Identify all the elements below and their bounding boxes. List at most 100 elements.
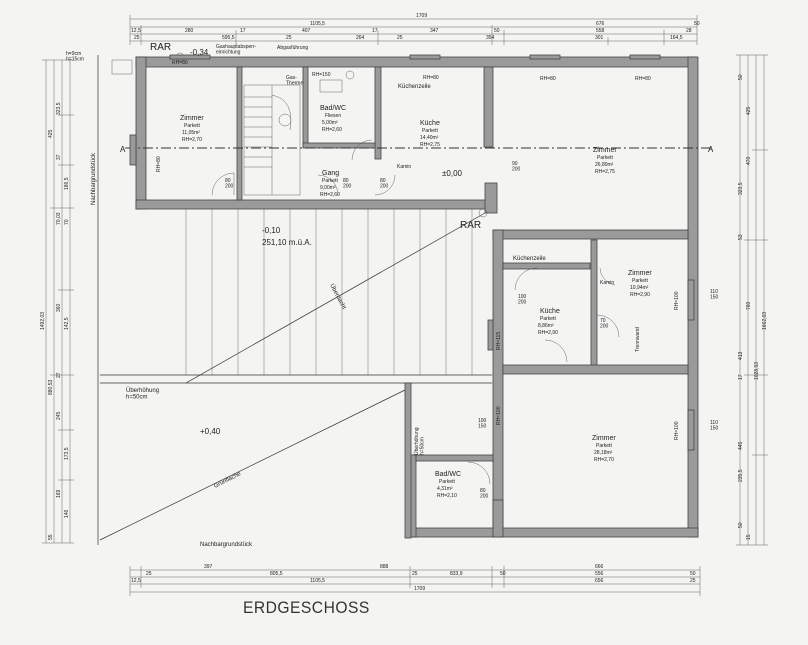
room-name: Zimmer	[180, 115, 204, 122]
window-rh: RH=100	[496, 406, 502, 425]
ueberhoehung-v-label: Überhöhungh=50cm	[413, 427, 426, 455]
dim-top: 17	[240, 28, 246, 34]
dim-bottom: 25	[146, 571, 152, 577]
kuechenzeile-top: Küchenzeile	[398, 84, 431, 90]
dim-left: 169	[56, 489, 62, 498]
window-rh: RH=115	[496, 332, 502, 350]
dim-top: 301	[595, 35, 604, 41]
dim-left: 186,5	[64, 177, 70, 190]
dim-right: 413	[738, 351, 744, 360]
room-rh: RH=2,60	[320, 192, 340, 198]
room-rh: RH=2,70	[182, 137, 202, 143]
dim-left: 173,5	[64, 447, 70, 460]
level-court: -0,10	[262, 226, 281, 235]
room-rh: RH=2,10	[437, 493, 457, 499]
overhead-label: Überdacht	[328, 283, 347, 311]
room-name: Bad/WC	[320, 105, 346, 112]
room-area: 4,31m²	[437, 486, 453, 492]
dim-top: 347	[430, 28, 439, 34]
dim-left: 880,53	[48, 379, 54, 395]
doors	[211, 139, 620, 485]
dim-top: 407	[302, 28, 311, 34]
dim-top: 164,5	[670, 35, 683, 41]
room-area: 5,00m²	[322, 120, 338, 126]
room-floor: Parkett	[597, 155, 613, 161]
dim-left: 70	[64, 219, 70, 225]
dim-bottom: 556	[595, 571, 604, 577]
dim-top: 25	[286, 35, 292, 41]
dim-top-total: 1709	[416, 13, 427, 19]
dim-right: 425	[746, 106, 752, 115]
dim-bottom: 25	[690, 578, 696, 584]
room-rh: RH=2,75	[595, 169, 615, 175]
gas-valve-label: Gashauptabsperr-einrichtung	[216, 44, 257, 56]
dim-right: 1028,53	[754, 362, 760, 380]
room-gang: Gang Parkett 9,00m² RH=2,60	[320, 170, 340, 198]
dim-bottom: 397	[204, 564, 213, 570]
dim-top: 595,5	[222, 35, 235, 41]
dim-bottom: 656	[595, 578, 604, 584]
dim-left: 245	[56, 411, 62, 420]
room-name: Gang	[322, 170, 339, 177]
kamin-label: Kamin	[397, 164, 411, 170]
dim-bottom: 1105,5	[310, 578, 325, 584]
dim-right: 1662,03	[762, 312, 768, 330]
room-rh: RH=2,90	[538, 330, 558, 336]
dim-top: 17	[372, 28, 378, 34]
dim-bottom: 50	[500, 571, 506, 577]
dim-right: 470	[746, 156, 752, 165]
window-rh: RH=150	[312, 72, 331, 78]
room-area: 26,80m²	[595, 162, 614, 168]
room-floor: Parkett	[439, 479, 455, 485]
room-zimmer-2: Zimmer Parkett 26,80m² RH=2,75	[593, 147, 617, 175]
dim-top: 25	[397, 35, 403, 41]
trennwand-label: Trennwand	[635, 327, 641, 352]
top-dimensions: 1709 1105,5 676 50 12,5 280 17 407 17 34…	[129, 13, 700, 45]
dim-right: 53	[738, 234, 744, 240]
staircase	[243, 84, 301, 196]
window-rh: RH=100	[674, 421, 680, 440]
dim-left: 37	[56, 154, 62, 160]
room-zimmer-4: Zimmer Parkett 28,18m² RH=2,70	[592, 435, 616, 463]
dim-top: 558	[596, 28, 605, 34]
rar-top: RAR	[150, 42, 171, 53]
section-a-left: A	[120, 145, 126, 154]
room-floor: Parkett	[322, 178, 338, 184]
gas-label: Gas-Therme	[286, 75, 303, 87]
level-garden: +0,40	[200, 427, 221, 436]
window-markers	[129, 54, 695, 451]
room-name: Küche	[540, 308, 560, 315]
window-rh: RH=80	[540, 76, 556, 82]
room-zimmer-3: Zimmer Parkett 10,94m² RH=2,90	[628, 270, 652, 298]
neighbor-label-left: Nachbargrundstück	[91, 152, 97, 205]
room-name: Zimmer	[628, 270, 652, 277]
level-top: -0,34	[190, 48, 209, 57]
garden-label: Grünfläche	[213, 471, 242, 490]
walls	[135, 56, 699, 539]
room-name: Küche	[420, 120, 440, 127]
room-floor: Parkett	[596, 443, 612, 449]
left-dimensions: 1492,03 880,53 425 323,5 37 186,5 70,03 …	[40, 59, 74, 544]
dim-right: 760	[746, 301, 752, 310]
room-rh: RH=2,90	[630, 292, 650, 298]
right-dimensions: 1662,03 1028,53 425 470 323,5 53 50 760 …	[736, 54, 768, 546]
room-floor: Parkett	[632, 278, 648, 284]
window-rh: RH=80	[156, 156, 162, 172]
room-name: Bad/WC	[435, 471, 461, 478]
dim-bottom: 888	[380, 564, 389, 570]
covered-area	[100, 208, 492, 384]
room-floor: Parkett	[540, 316, 556, 322]
dim-top: 264	[356, 35, 365, 41]
room-floor: Parkett	[184, 123, 200, 129]
rar-right: RAR	[460, 220, 481, 231]
dim-bottom: 833,9	[450, 571, 463, 577]
